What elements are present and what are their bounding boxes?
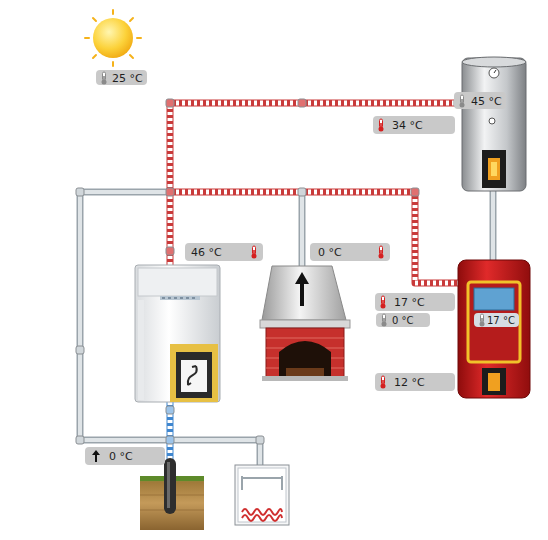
ground-probe [140,458,204,530]
thermometer-icon [457,94,467,108]
temperature-badge: 17 °C [474,313,519,327]
temperature-value: 45 °C [471,94,502,107]
temperature-value: 0 °C [109,450,133,463]
underfloor-heating [235,465,289,525]
thermometer-icon [376,118,386,132]
hot-pipes [170,103,460,283]
grey-pipes [80,190,493,465]
temperature-value: 25 °C [112,71,143,84]
temperature-badge: 46 °C [185,243,263,261]
temperature-badge: 0 °C [310,243,390,261]
pipe-joints [76,99,462,444]
temperature-value: 12 °C [394,376,425,389]
temperature-badge: 45 °C [454,92,506,109]
buffer-tank [458,260,530,398]
temperature-badge: 0 °C [376,313,430,327]
thermometer-icon [378,295,388,309]
heat-pump [135,265,220,402]
temperature-value: 34 °C [392,119,423,132]
temperature-value: 17 °C [487,315,515,326]
fireplace [260,266,350,381]
temperature-badge: 12 °C [375,373,455,391]
hot-water-tank [462,57,526,191]
temperature-value: 0 °C [392,315,414,326]
temperature-badge: 25 °C [96,70,147,85]
temperature-badge: 0 °C [85,447,165,465]
thermometer-icon [376,245,386,259]
temperature-value: 0 °C [318,246,342,259]
sun-icon [85,10,141,66]
temperature-badge: 34 °C [373,116,455,134]
thermometer-icon [477,313,487,327]
thermometer-icon [379,313,389,327]
temperature-value: 46 °C [191,246,222,259]
temperature-value: 17 °C [394,296,425,309]
thermometer-icon [378,375,388,389]
temperature-badge: 17 °C [375,293,455,311]
thermometer-icon [249,245,259,259]
arrow-icon [91,449,101,463]
thermometer-icon [99,71,109,85]
